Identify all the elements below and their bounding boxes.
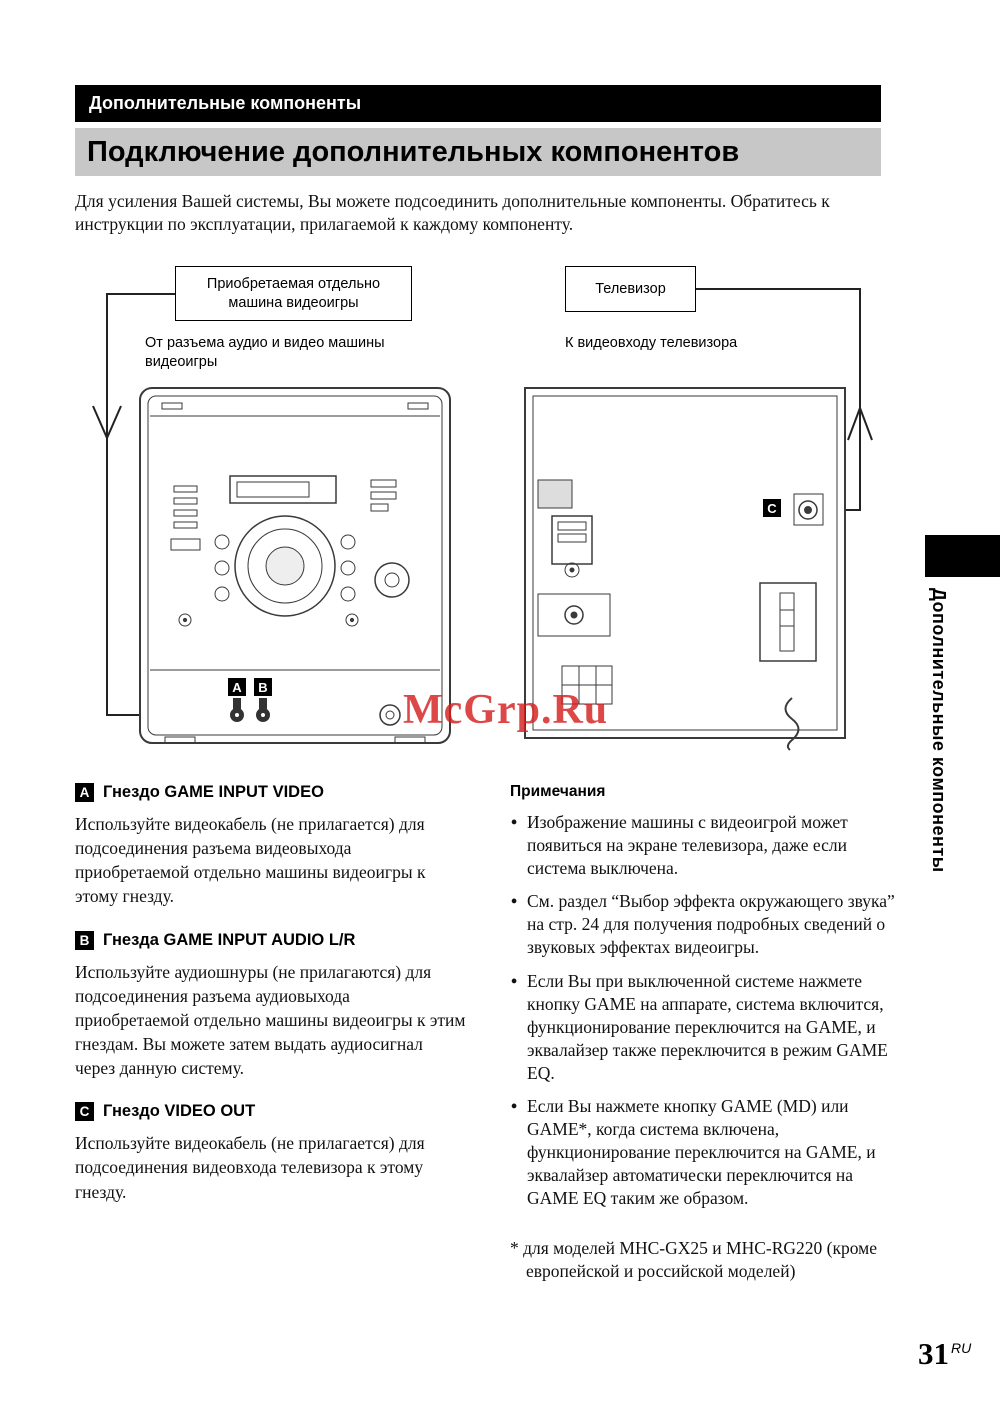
marker-b: B — [75, 930, 94, 950]
notes-block: Примечания Изображение машины с видеоигр… — [510, 783, 904, 1284]
section-video-out: C Гнездо VIDEO OUT Используйте видеокабе… — [75, 1102, 467, 1203]
note-item: См. раздел “Выбор эффекта окружающего зв… — [510, 890, 904, 959]
note-item: Если Вы при выключенной системе нажмете … — [510, 970, 904, 1085]
marker-c: C — [763, 499, 781, 517]
section-game-input-audio: B Гнезда GAME INPUT AUDIO L/R Используйт… — [75, 930, 467, 1081]
connection-diagram: Приобретаемая отдельно машина видеоигры … — [0, 258, 1000, 778]
callout-tv: Телевизор — [565, 266, 696, 312]
callout-game-console: Приобретаемая отдельно машина видеоигры — [175, 266, 412, 321]
watermark: McGrp.Ru — [403, 687, 609, 733]
section-heading: Гнездо GAME INPUT VIDEO — [103, 783, 324, 801]
section-heading: Гнезда GAME INPUT AUDIO L/R — [103, 930, 356, 949]
chapter-header-label: Дополнительные компоненты — [89, 93, 362, 113]
marker-a: A — [75, 783, 94, 802]
diagram-artwork — [92, 288, 873, 751]
arrow-up-icon — [847, 405, 873, 441]
page-title: Подключение дополнительных компонентов — [87, 135, 740, 168]
chapter-header-bar: Дополнительные компоненты — [75, 85, 881, 122]
page-number-suffix: RU — [951, 1339, 972, 1356]
section-body: Используйте видеокабель (не прилагается)… — [75, 814, 426, 907]
label-game-console-jacks: От разъема аудио и видео машины видеоигр… — [145, 335, 385, 370]
stereo-front-illustration — [139, 387, 451, 744]
section-body: Используйте аудиошнуры (не прилагаются) … — [75, 961, 466, 1079]
label-tv-video-input: К видеовходу телевизора — [565, 335, 738, 351]
marker-c: C — [75, 1102, 94, 1122]
page-title-bar: Подключение дополнительных компонентов — [75, 128, 881, 176]
section-body: Используйте видеокабель (не прилагается)… — [75, 1133, 425, 1202]
marker-b: B — [254, 678, 272, 696]
note-item: Изображение машины с видеоигрой может по… — [510, 811, 904, 880]
tv-rear-illustration — [524, 387, 846, 751]
footnote: * для моделей MHC-GX25 и MHC-RG220 (кром… — [510, 1237, 877, 1282]
section-game-input-video: A Гнездо GAME INPUT VIDEO Используйте ви… — [75, 783, 467, 909]
arrow-down-icon — [92, 405, 122, 441]
chapter-tab — [925, 535, 1000, 577]
marker-a: A — [228, 678, 246, 696]
section-heading: Гнездо VIDEO OUT — [103, 1102, 256, 1121]
jack-descriptions: A Гнездо GAME INPUT VIDEO Используйте ви… — [75, 783, 467, 1226]
notes-heading: Примечания — [510, 783, 606, 800]
note-item: Если Вы нажмете кнопку GAME (MD) или GAM… — [510, 1095, 904, 1210]
intro-paragraph: Для усиления Вашей системы, Вы можете по… — [75, 191, 830, 235]
chapter-vertical-label: Дополнительные компоненты — [929, 588, 949, 873]
